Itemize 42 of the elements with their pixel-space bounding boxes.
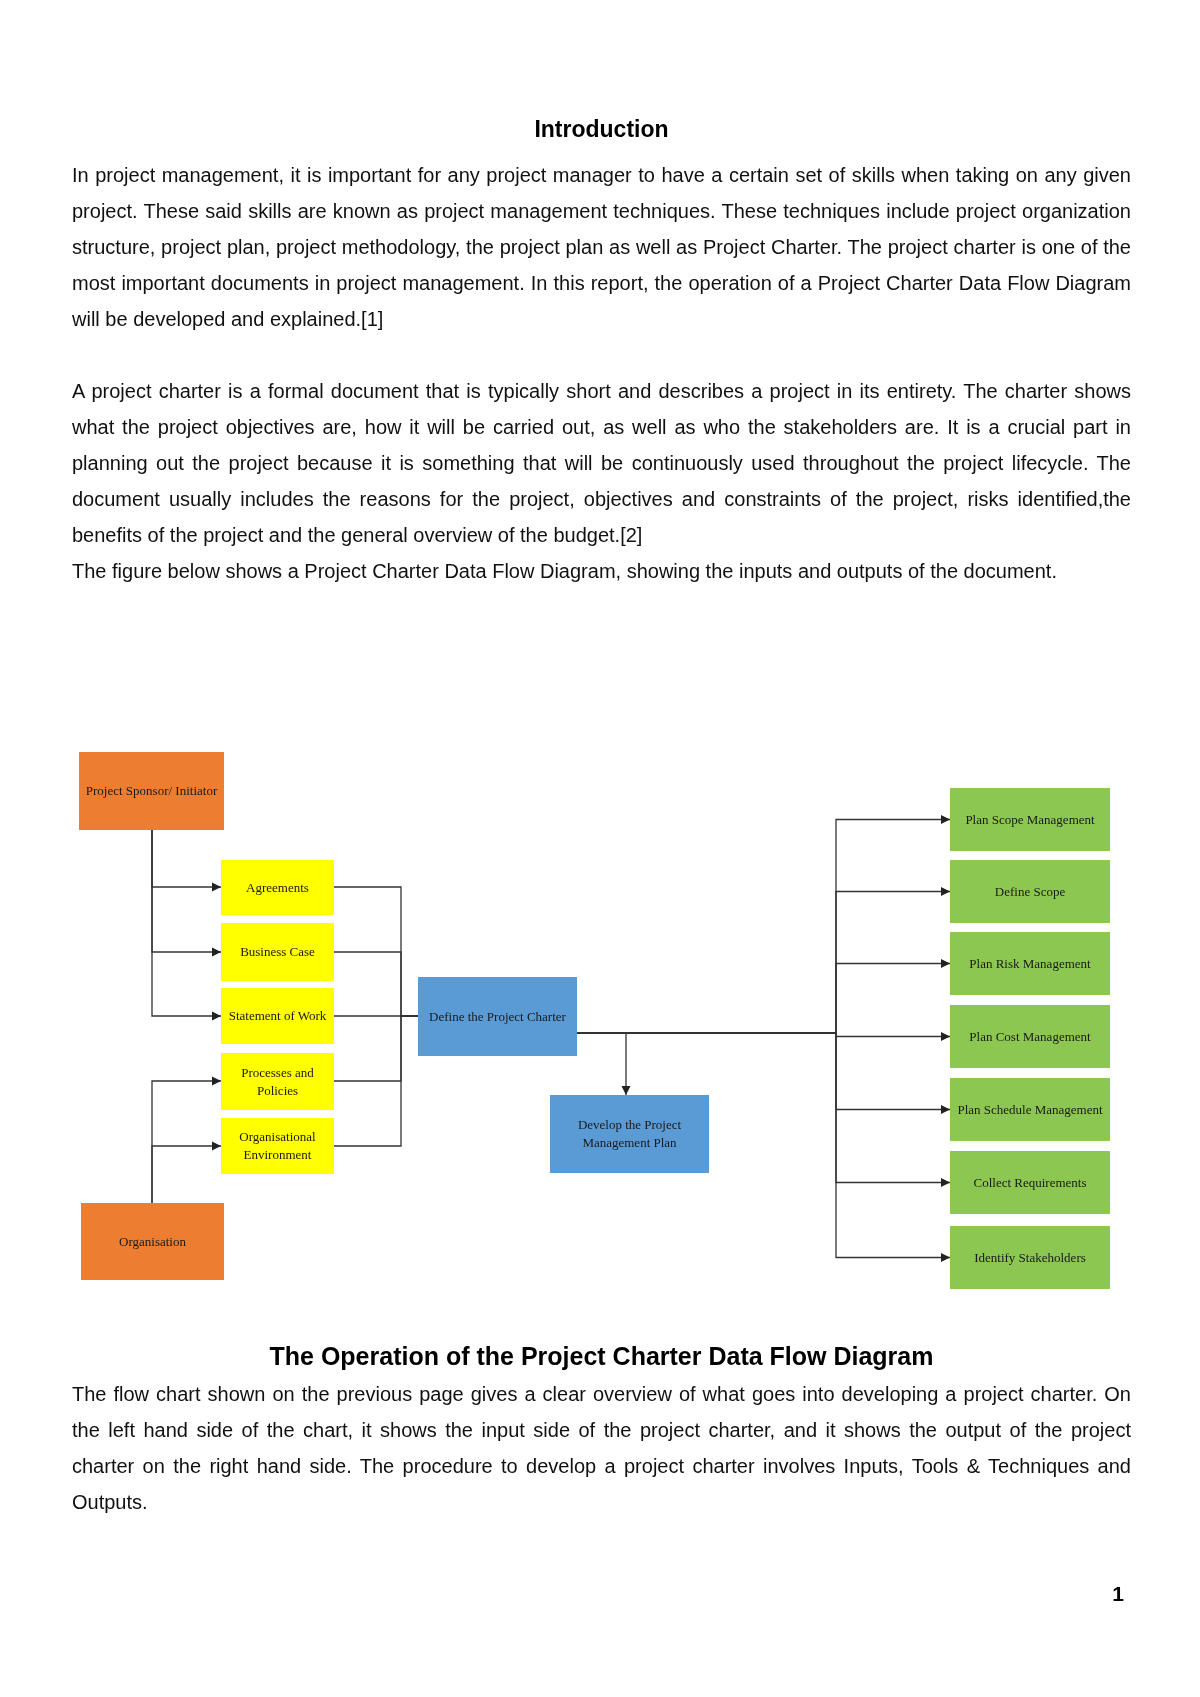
input-box	[221, 923, 334, 981]
box-label: Organisational Environment	[238, 1128, 317, 1164]
box-label: Statement of Work	[228, 1007, 327, 1025]
output-box	[950, 1005, 1110, 1068]
process-box	[418, 977, 577, 1056]
body-paragraph: The figure below shows a Project Charter Data Flow Diagram, showing the inputs and outputs of the document.	[72, 558, 1058, 584]
input-box	[221, 1053, 334, 1110]
box-label: Define the Project Charter	[429, 1007, 566, 1026]
box-label: Agreements	[246, 878, 309, 897]
connector-line	[151, 829, 222, 1021]
section-heading: The Operation of the Project Charter Data Flow Diagram	[269, 1341, 934, 1372]
box-label: Organisation	[119, 1232, 186, 1251]
input-box	[221, 1118, 334, 1174]
connector-line	[333, 1015, 419, 1147]
output-box	[950, 932, 1110, 995]
box-label: Processes and Policies	[240, 1063, 315, 1100]
output-box	[950, 1226, 1110, 1289]
source-box	[79, 752, 224, 830]
body-paragraph: In project management, it is important for any project manager to have a certain set of skills when taking on any given project. These said skills are known as project management techniques. These techniques include project organization structure, project plan, project methodology, the project plan as well as Project Charter. The project charter is one of the most important documents in project management. In this report, the operation of a Project Charter Data Flow Diagram will be developed and explained.[1]	[72, 162, 1131, 332]
connector-line	[151, 1141, 222, 1204]
box-label: Plan Risk Management	[969, 954, 1091, 973]
input-box	[221, 860, 334, 915]
body-paragraph: The flow chart shown on the previous page gives a clear overview of what goes into developing a project charter. On the left hand side of the chart, it shows the input side of the project charter, and it shows the output of the project charter on the right hand side. The procedure to develop a project charter involves Inputs, Tools & Techniques and Outputs.	[72, 1382, 1131, 1515]
body-paragraph: A project charter is a formal document that is typically short and describes a project in its entirety. The charter shows what the project objectives are, how it will be carried out, as well as who the stakeholders are. It is a crucial part in planning out the project because it is something that will be continuously used throughout the project lifecycle. The document usually includes the reasons for the project, objectives and constraints of the project, risks identified,the benefits of the project and the general overview of the budget.[2]	[72, 378, 1131, 548]
box-label: Develop the Project Management Plan	[576, 1116, 683, 1152]
input-box	[221, 988, 334, 1044]
box-label: Collect Requirements	[973, 1173, 1087, 1192]
box-label: Project Sponsor/ Initiator	[85, 782, 218, 800]
box-label: Plan Schedule Management	[957, 1100, 1103, 1119]
page-heading: Introduction	[534, 115, 669, 144]
box-label: Plan Cost Management	[969, 1027, 1091, 1046]
source-box	[81, 1203, 224, 1280]
process-box	[550, 1095, 709, 1173]
box-label: Business Case	[240, 943, 315, 961]
output-box	[950, 788, 1110, 851]
page-number: 1	[1112, 1581, 1124, 1607]
box-label: Define Scope	[994, 882, 1066, 901]
output-box	[950, 1078, 1110, 1141]
output-box	[950, 860, 1110, 923]
box-label: Identify Stakeholders	[974, 1248, 1086, 1267]
output-box	[950, 1151, 1110, 1214]
box-label: Plan Scope Management	[965, 810, 1095, 829]
